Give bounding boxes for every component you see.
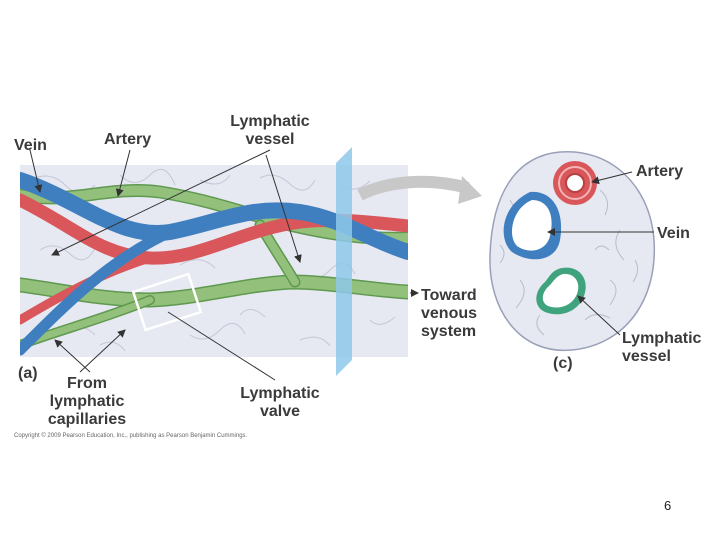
- label-c-artery: Artery: [636, 163, 683, 180]
- label-from-1: From: [67, 375, 107, 392]
- panel-c-cross-section: [489, 151, 656, 352]
- slide-number: 6: [664, 498, 672, 513]
- label-vein: Vein: [14, 137, 47, 154]
- leader-lines-c: [547, 171, 654, 336]
- copyright-text: Copyright © 2009 Pearson Education, Inc.…: [14, 432, 248, 439]
- section-plane: [336, 147, 352, 376]
- label-from-3: capillaries: [48, 411, 126, 428]
- label-panel-c: (c): [553, 355, 573, 372]
- label-artery: Artery: [104, 131, 151, 148]
- label-toward-3: system: [421, 323, 476, 340]
- label-lymphatic-vessel-2: vessel: [246, 131, 295, 148]
- label-c-lymphatic-2: vessel: [622, 348, 671, 365]
- label-valve-2: valve: [260, 403, 300, 420]
- leader-lines-a: [29, 149, 419, 381]
- valve-highlight-box: [131, 272, 203, 332]
- label-toward-2: venous: [421, 305, 477, 322]
- label-panel-a: (a): [18, 365, 38, 382]
- label-toward-1: Toward: [421, 287, 477, 304]
- label-c-vein: Vein: [657, 225, 690, 242]
- label-from-2: lymphatic: [50, 393, 125, 410]
- label-lymphatic-vessel-1: Lymphatic: [230, 113, 310, 130]
- label-c-lymphatic-1: Lymphatic: [622, 330, 702, 347]
- to-cross-section-arrow: [357, 175, 470, 201]
- label-valve-1: Lymphatic: [240, 385, 320, 402]
